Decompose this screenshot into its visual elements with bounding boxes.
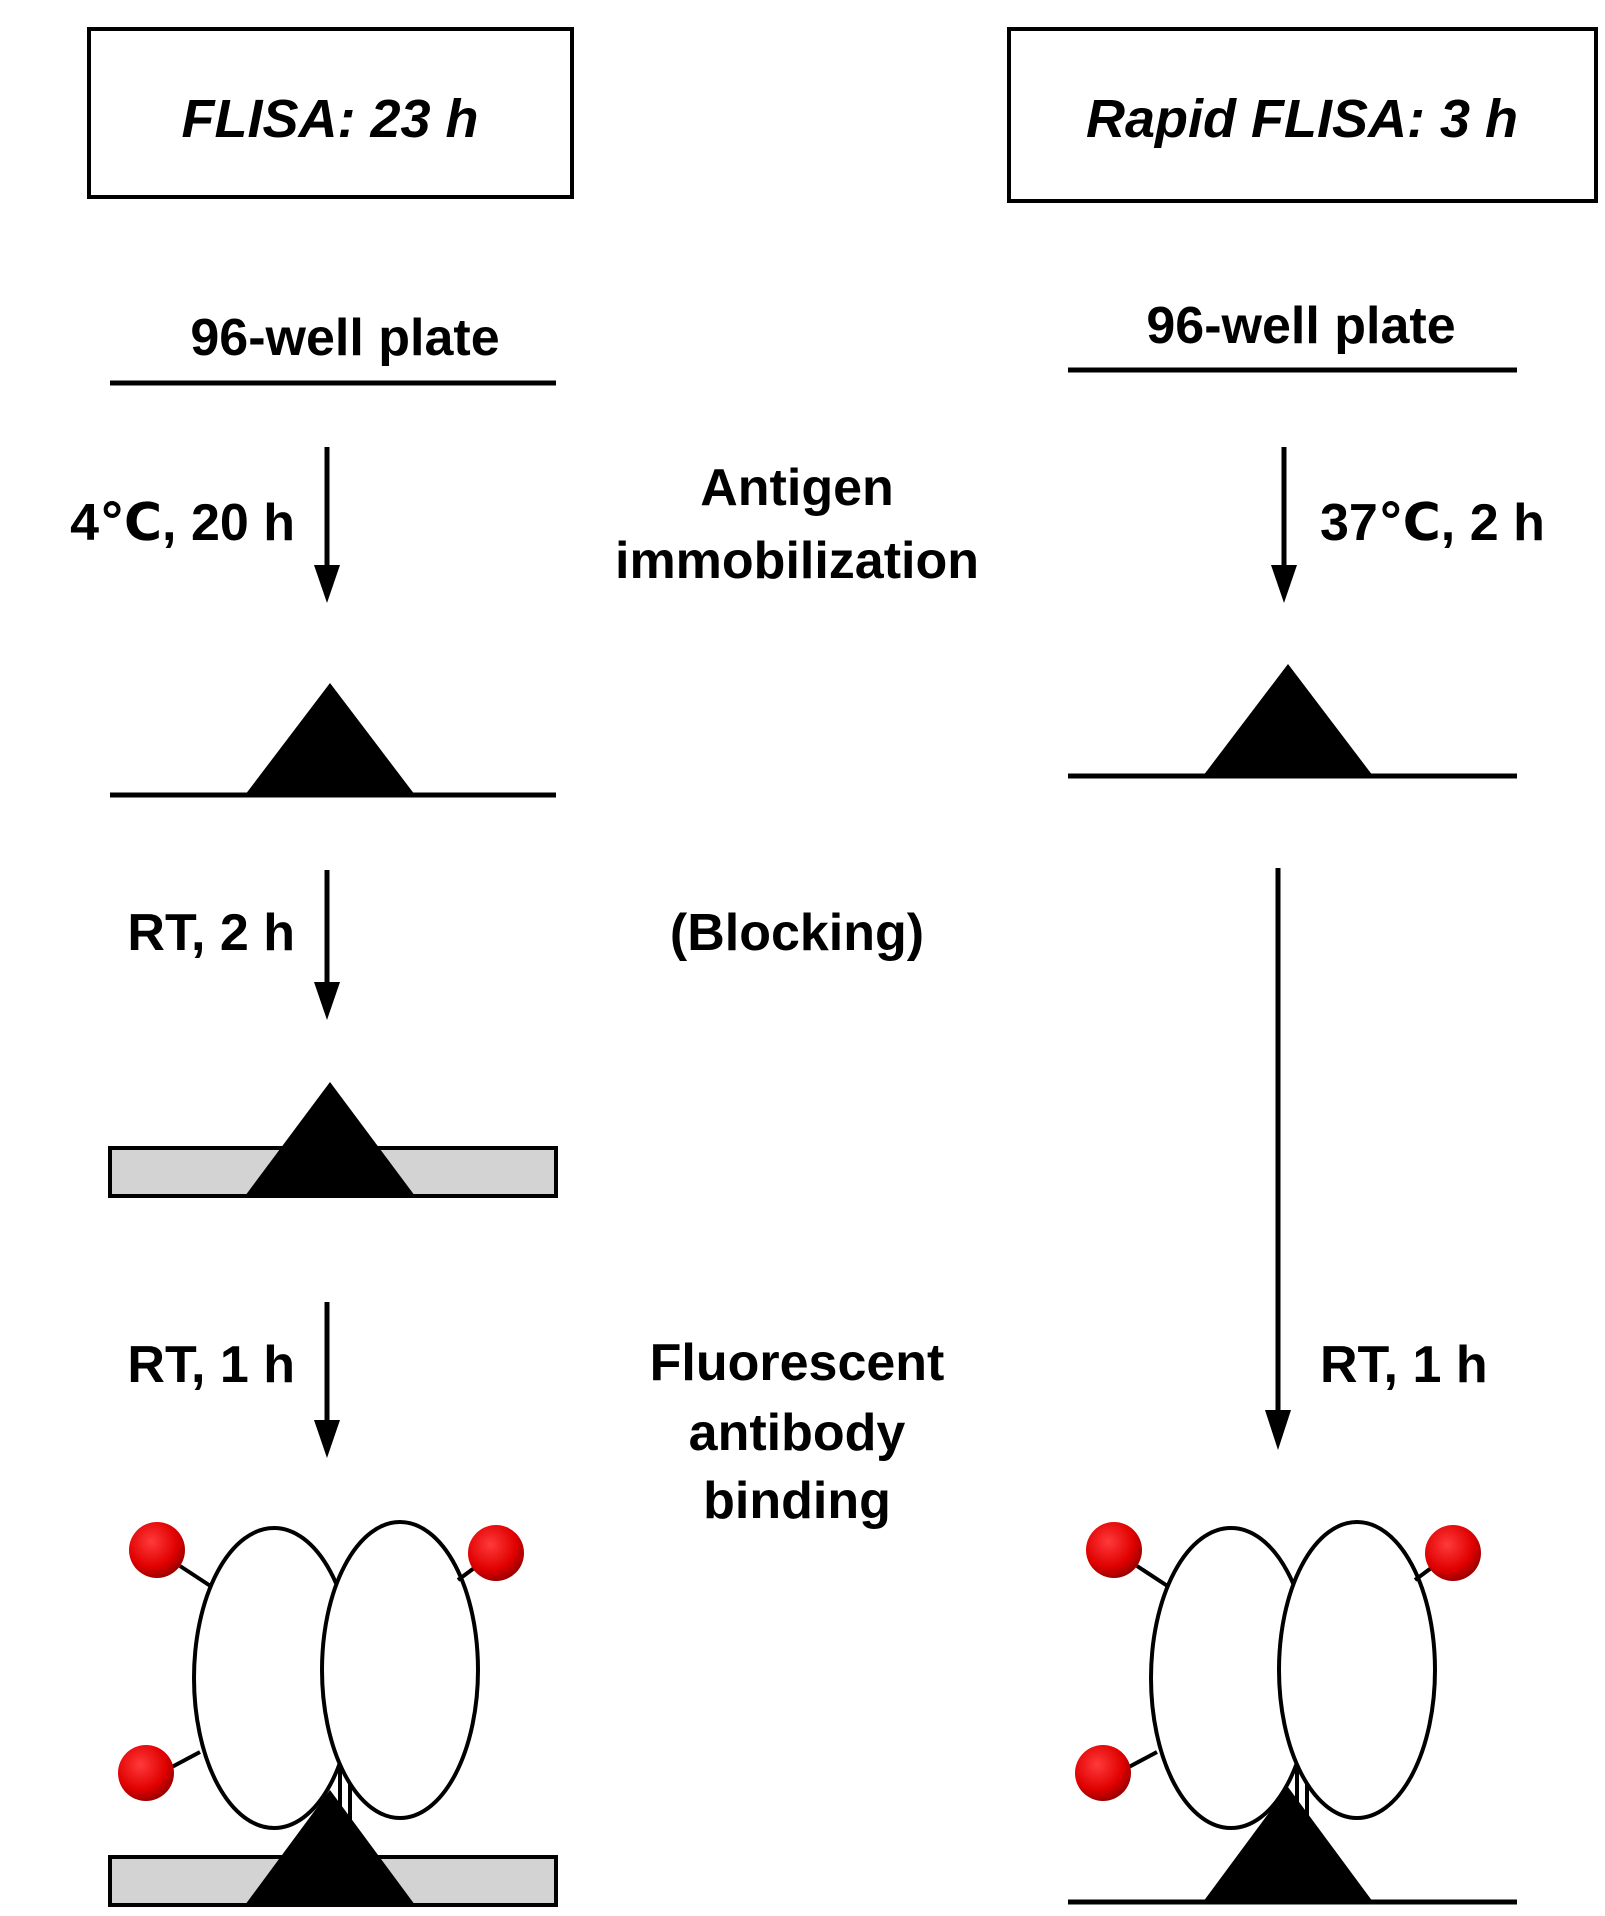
left-step3-arrow [314, 1302, 340, 1458]
right-step1-arrow [1271, 447, 1297, 603]
right-antigen-triangle [1203, 664, 1373, 776]
antibody-label-line2: antibody [689, 1404, 906, 1462]
antigen-label-line1: Antigen [700, 459, 894, 517]
flisa-title: FLISA: 23 h [181, 89, 478, 149]
left-antigen-on-plate [110, 683, 556, 798]
right-final-antigen-triangle [1203, 1787, 1373, 1902]
left-antigen-triangle [245, 683, 415, 795]
rapid-flisa-title: Rapid FLISA: 3 h [1086, 89, 1518, 149]
left-step1-condition: 4℃, 20 h [70, 494, 295, 552]
left-step3-condition: RT, 1 h [127, 1336, 295, 1394]
left-final-complex [108, 1520, 558, 1907]
left-fluorophore-dot [129, 1522, 185, 1578]
flisa-title-box: FLISA: 23 h [87, 27, 574, 199]
left-fluorophore-dot [118, 1745, 174, 1801]
left-antibody [118, 1520, 524, 1830]
antibody-label-line1: Fluorescent [650, 1334, 945, 1392]
right-antigen-on-plate [1068, 664, 1517, 779]
blocking-label: (Blocking) [670, 904, 924, 962]
left-fluorophore-dot [468, 1525, 524, 1581]
left-blocked-antigen-triangle [245, 1082, 415, 1196]
left-plate-label: 96-well plate [190, 309, 499, 367]
right-antibody [1075, 1520, 1481, 1830]
antibody-label-line3: binding [703, 1472, 891, 1530]
antigen-label-line2: immobilization [615, 532, 979, 590]
left-blocked-plate [108, 1082, 558, 1198]
right-long-arrow [1265, 868, 1291, 1450]
right-fluorophore-dot [1086, 1522, 1142, 1578]
left-final-antigen-triangle [245, 1790, 415, 1905]
right-fluorophore-dot [1075, 1745, 1131, 1801]
right-step3-condition: RT, 1 h [1320, 1336, 1488, 1394]
right-final-complex [1068, 1520, 1517, 1905]
right-plate-label: 96-well plate [1146, 297, 1455, 355]
rapid-flisa-title-box: Rapid FLISA: 3 h [1007, 27, 1598, 203]
left-step2-arrow [314, 870, 340, 1020]
right-step1-condition: 37℃, 2 h [1320, 494, 1545, 552]
left-step1-arrow [314, 447, 340, 603]
right-fluorophore-dot [1425, 1525, 1481, 1581]
left-step2-condition: RT, 2 h [127, 904, 295, 962]
